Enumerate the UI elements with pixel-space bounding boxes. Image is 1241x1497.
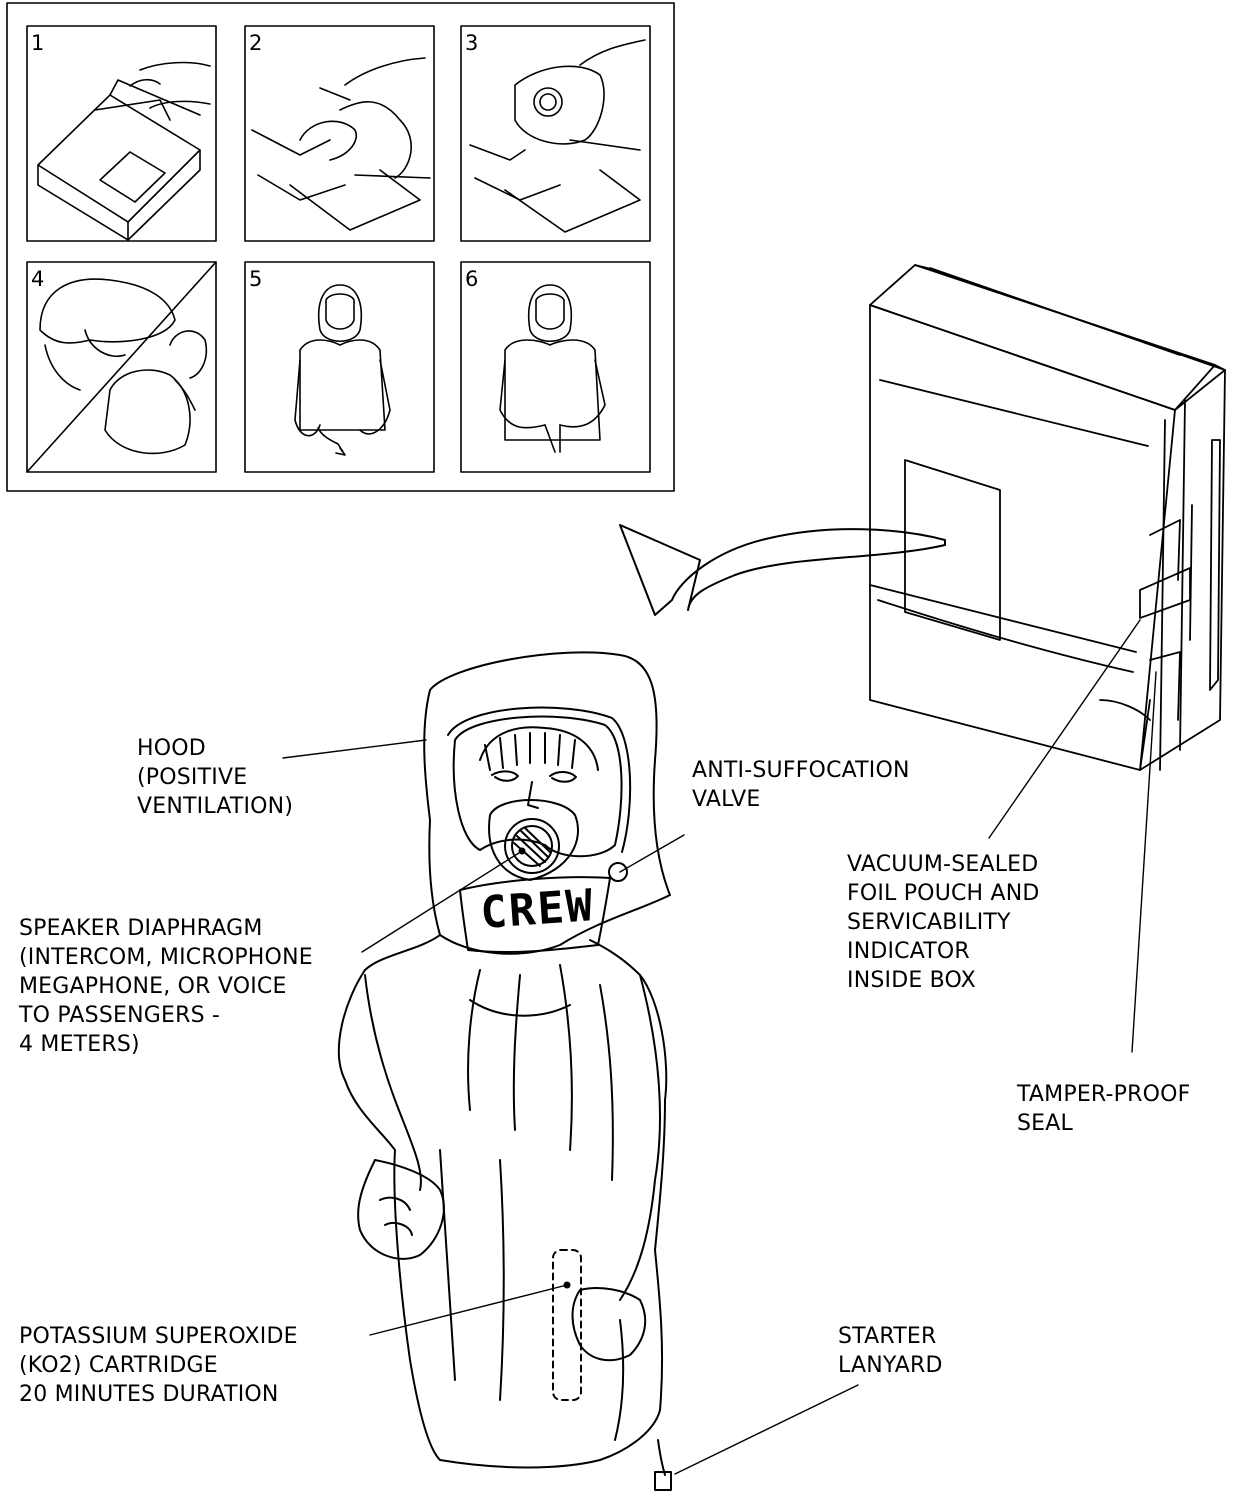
speaker-diaphragm: [505, 819, 559, 873]
lanyard-toggle: [655, 1472, 671, 1490]
ko2-cartridge-label: POTASSIUM SUPEROXIDE (KO2) CARTRIDGE 20 …: [19, 1322, 298, 1409]
step-1-number: 1: [31, 32, 44, 54]
step-5-number: 5: [249, 268, 262, 290]
step-3-number: 3: [465, 32, 478, 54]
valve-leader: [620, 835, 684, 872]
hood-label: HOOD (POSITIVE VENTILATION): [137, 734, 293, 821]
step-4-number: 4: [31, 268, 44, 290]
step-6-drawing: [500, 285, 605, 452]
step-1-drawing: [38, 63, 210, 240]
leader-lines: [283, 620, 1156, 1474]
storage-box: [870, 265, 1225, 770]
foil-pouch-label: VACUUM-SEALED FOIL POUCH AND SERVICABILI…: [847, 850, 1040, 995]
hood-leader: [283, 740, 426, 758]
step-2-drawing: [252, 58, 430, 230]
step-5-drawing: [295, 285, 390, 455]
cartridge-leader: [370, 1285, 567, 1335]
step-2-box: [245, 26, 434, 241]
step-2-number: 2: [249, 32, 262, 54]
step-6-number: 6: [465, 268, 478, 290]
pouch-leader: [989, 620, 1140, 838]
starter-lanyard-label: STARTER LANYARD: [838, 1322, 943, 1380]
hood-wearer-figure: [339, 652, 671, 1490]
hood-visor: [454, 717, 622, 857]
ko2-cartridge: [553, 1250, 581, 1400]
step-3-box: [461, 26, 650, 241]
tamper-proof-seal-label: TAMPER-PROOF SEAL: [1017, 1080, 1191, 1138]
crew-text: CREW: [468, 875, 607, 944]
lanyard-leader: [675, 1385, 858, 1474]
anti-suffocation-valve: [609, 863, 627, 881]
step-1-box: [27, 26, 216, 241]
donning-steps-panel: [7, 3, 674, 491]
step-3-drawing: [470, 40, 645, 232]
anti-suffocation-valve-label: ANTI-SUFFOCATION VALVE: [692, 756, 910, 814]
curved-arrow: [620, 525, 945, 615]
step-4-drawing: [27, 262, 216, 472]
starter-lanyard: [658, 1440, 665, 1475]
speaker-diaphragm-label: SPEAKER DIAPHRAGM (INTERCOM, MICROPHONE …: [19, 914, 313, 1059]
